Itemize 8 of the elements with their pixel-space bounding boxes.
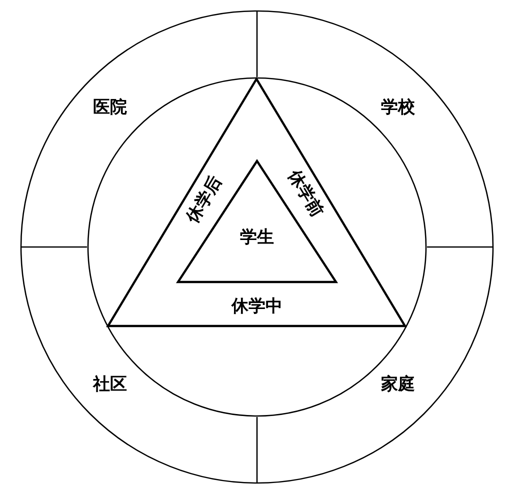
side-label: 休学后 xyxy=(184,174,226,226)
side-label: 休学前 xyxy=(284,168,326,220)
side-label: 休学中 xyxy=(232,298,282,316)
segment-label: 医院 xyxy=(93,100,127,116)
center-label: 学生 xyxy=(240,230,274,246)
segment-label: 社区 xyxy=(93,376,127,394)
segment-label: 家庭 xyxy=(381,376,415,394)
segment-label: 学校 xyxy=(381,100,415,116)
